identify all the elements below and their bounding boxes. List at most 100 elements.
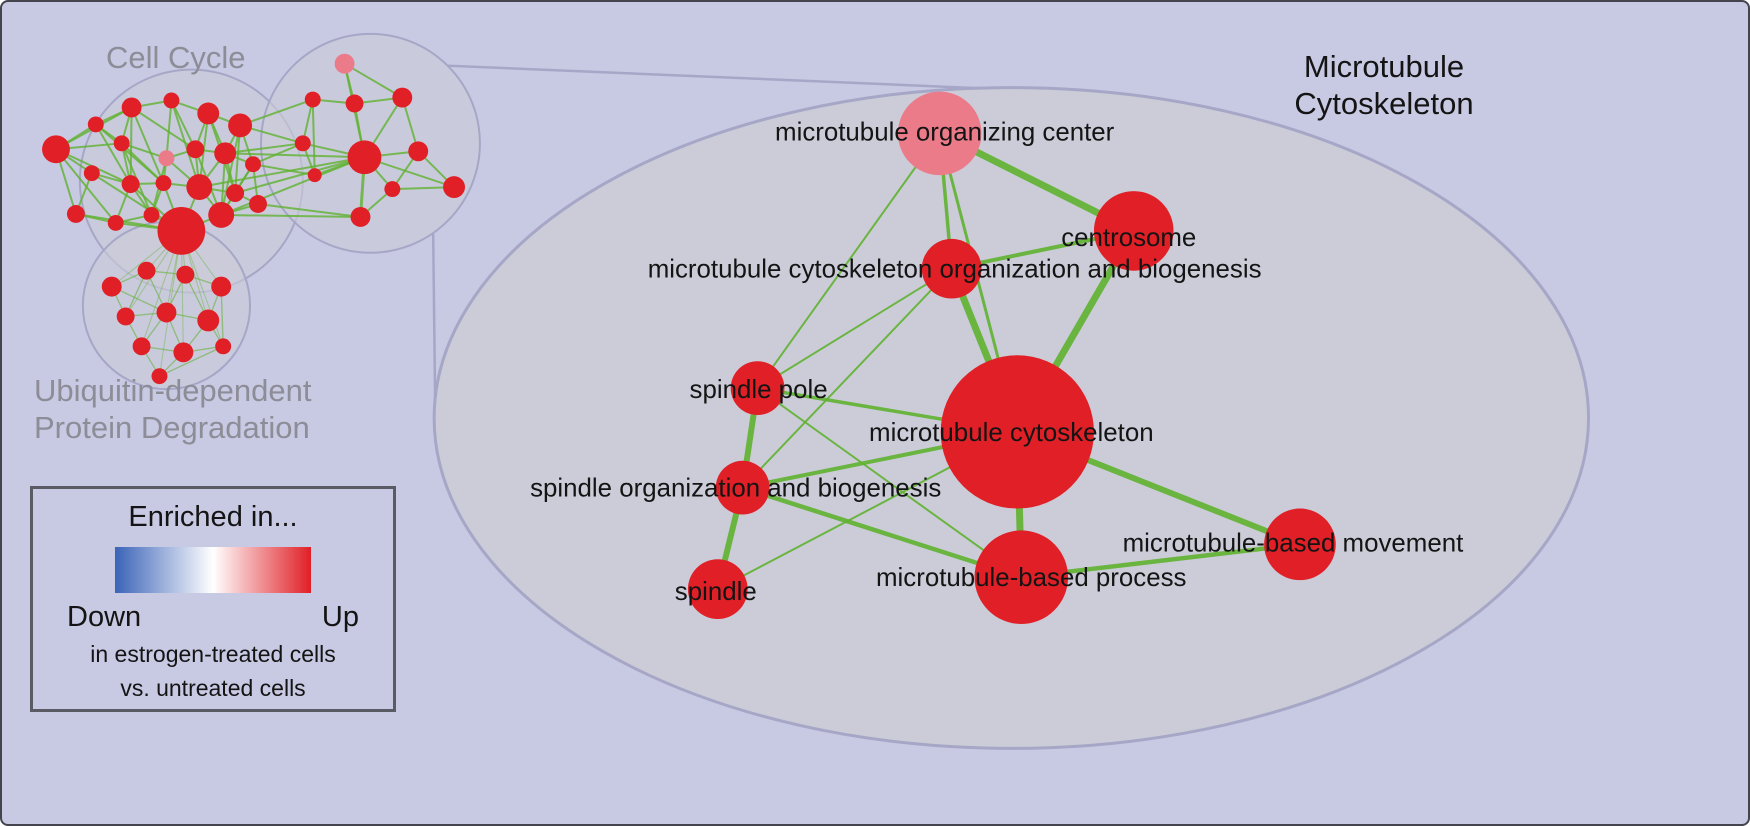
mini-node [226, 184, 245, 203]
microtubule-cytoskeleton-label-line2: Cytoskeleton [1294, 86, 1474, 121]
mini-node [83, 165, 100, 182]
main-cluster-labels: microtubule organizing center centrosome m… [530, 118, 1463, 606]
mini-edge [130, 107, 165, 184]
main-cluster-nodes [687, 91, 1336, 624]
mini-node [350, 207, 371, 227]
mini-node [157, 207, 206, 255]
ubiquitin-cluster-label-line1: Ubiquitin-dependent [34, 373, 312, 408]
mini-node [347, 140, 382, 175]
mini-node [186, 174, 213, 201]
node-label-mcob: microtubule cytoskeleton organization an… [648, 256, 1262, 284]
mini-node [107, 214, 124, 231]
mini-node [137, 261, 156, 280]
legend-up-label: Up [321, 601, 359, 633]
mini-edge [252, 163, 315, 177]
mini-node [132, 337, 151, 356]
node-label-spindle-pole: spindle pole [690, 376, 828, 404]
mini-edge [165, 100, 173, 159]
mini-node [249, 195, 267, 213]
mini-node [211, 276, 232, 297]
mini-node [197, 309, 220, 332]
mini-node [408, 141, 429, 162]
mini-edge [252, 142, 304, 166]
mini-node [66, 205, 85, 223]
legend-gradient-bar [115, 547, 311, 593]
mini-node [214, 142, 237, 165]
mini-edge [257, 203, 361, 218]
edge-sob--mbp [741, 485, 1022, 580]
mini-node [156, 302, 177, 323]
mini-node [215, 338, 232, 355]
mini-edge [199, 156, 365, 189]
mini-node [384, 181, 401, 198]
mini-node [334, 53, 355, 74]
mini-edge [170, 100, 201, 188]
mini-node [158, 150, 175, 167]
mini-node [443, 176, 465, 199]
node-label-moc: microtubule organizing center [775, 118, 1115, 146]
mini-edge [344, 62, 403, 99]
mini-node [116, 307, 135, 326]
mini-node [173, 342, 194, 363]
mini-node [176, 265, 195, 284]
legend-subtitle-line2: vs. untreated cells [120, 675, 306, 701]
node-label-mbp: microtubule-based process [876, 564, 1186, 592]
mini-node [155, 175, 172, 192]
node-centrosome [1093, 191, 1174, 271]
legend-subtitle-line1: in estrogen-treated cells [90, 641, 336, 667]
zoom-connector-line [431, 232, 437, 403]
mini-edge [220, 156, 365, 216]
mini-node [392, 87, 413, 108]
mini-edge [111, 285, 167, 314]
ubiquitin-cluster-label-line2: Protein Degradation [34, 410, 310, 445]
mini-edge [220, 125, 242, 216]
legend-extremes-row: Down Up [33, 593, 393, 634]
mini-edge [225, 152, 365, 159]
mini-edge [170, 100, 197, 150]
edge-spindle-pole--mbp [756, 387, 1022, 579]
edge-mcob--sob [741, 268, 953, 489]
mini-edge [120, 142, 165, 184]
node-mbp [974, 530, 1069, 624]
mini-node [345, 94, 364, 113]
mini-node [121, 175, 140, 194]
zoom-connector-line [448, 64, 1012, 91]
mini-node [294, 135, 311, 152]
edge-mcob--spindle-pole [757, 267, 953, 389]
mini-edge [311, 99, 316, 176]
legend-down-label: Down [67, 601, 142, 633]
node-moc [897, 91, 982, 176]
mini-edge [94, 123, 132, 185]
node-mbm [1264, 508, 1336, 581]
mini-node [186, 140, 205, 159]
node-spindle-pole [730, 361, 785, 415]
microtubule-cytoskeleton-label-line1: Microtubule [1303, 49, 1465, 84]
mini-node [197, 102, 220, 125]
node-sob [715, 460, 770, 515]
mini-node [208, 202, 235, 228]
mini-edge [225, 142, 303, 155]
node-label-mbm: microtubule-based movement [1123, 529, 1464, 557]
mini-node [307, 168, 322, 183]
mini-node [87, 116, 104, 133]
legend-title: Enriched in... [128, 501, 298, 533]
node-label-spindle: spindle [675, 578, 757, 606]
mini-node [228, 113, 253, 138]
node-mcob [921, 238, 982, 299]
mini-edge [234, 156, 365, 195]
node-label-centrosome: centrosome [1061, 224, 1196, 252]
mini-edge [221, 213, 361, 218]
mini-node [151, 368, 168, 385]
mini-node [304, 91, 321, 108]
mini-node [163, 92, 180, 109]
cell-cycle-cluster-label: Cell Cycle [106, 40, 246, 75]
mini-network-nodes [42, 53, 465, 385]
mini-node [245, 156, 261, 173]
microtubule-cytoskeleton-cluster-label: Microtubule Cytoskeleton [1264, 48, 1504, 122]
mini-edge [220, 286, 224, 347]
legend-box: Enriched in... Down Up in estrogen-treat… [30, 486, 396, 712]
edge-moc--spindle-pole [756, 132, 941, 389]
node-mc [940, 355, 1094, 509]
